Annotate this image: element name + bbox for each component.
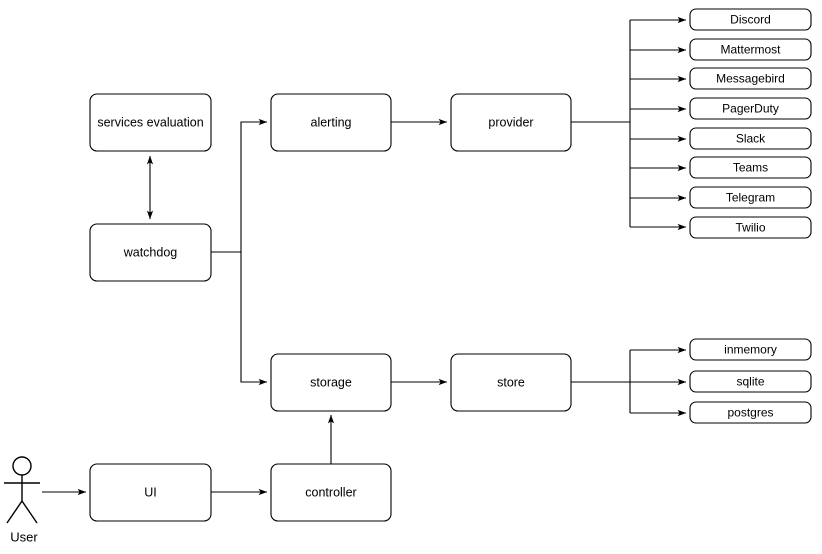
provider-option-twilio-label: Twilio	[735, 221, 765, 235]
node-provider[interactable]: provider	[450, 93, 572, 152]
node-controller[interactable]: controller	[270, 463, 392, 522]
provider-option-discord[interactable]: Discord	[689, 8, 812, 31]
provider-option-messagebird-label: Messagebird	[716, 72, 785, 86]
provider-option-slack[interactable]: Slack	[689, 127, 812, 150]
provider-option-telegram-label: Telegram	[726, 191, 775, 205]
provider-option-slack-label: Slack	[736, 132, 766, 146]
node-ui-label: UI	[144, 485, 157, 499]
node-alerting-box	[270, 93, 392, 152]
store-option-postgres-label: postgres	[727, 406, 773, 420]
stick-figure-head-icon	[12, 456, 32, 476]
node-provider-label: provider	[488, 115, 533, 129]
node-services-evaluation-label: services evaluation	[97, 115, 203, 129]
provider-option-teams[interactable]: Teams	[689, 156, 812, 179]
store-options-group: inmemory sqlite postgres	[689, 338, 812, 424]
provider-option-teams-box	[689, 156, 812, 179]
node-ui[interactable]: UI	[89, 463, 212, 522]
stick-figure-left-leg-icon	[6, 500, 23, 524]
node-alerting-label: alerting	[311, 115, 352, 129]
provider-option-messagebird-box	[689, 67, 812, 90]
node-watchdog[interactable]: watchdog	[89, 223, 212, 282]
provider-option-telegram[interactable]: Telegram	[689, 186, 812, 209]
node-services-evaluation-box	[89, 93, 212, 152]
provider-option-mattermost-label: Mattermost	[720, 43, 781, 57]
provider-option-discord-label: Discord	[730, 13, 771, 27]
node-watchdog-box	[89, 223, 212, 282]
node-alerting[interactable]: alerting	[270, 93, 392, 152]
provider-option-twilio-box	[689, 216, 812, 239]
node-storage-label: storage	[310, 375, 352, 389]
store-option-postgres[interactable]: postgres	[689, 401, 812, 424]
store-option-inmemory-box	[689, 338, 812, 361]
node-store-box	[450, 353, 572, 412]
node-watchdog-label: watchdog	[123, 245, 178, 259]
provider-option-pagerduty[interactable]: PagerDuty	[689, 97, 812, 120]
node-store-label: store	[497, 375, 525, 389]
edge-watchdog-to-storage	[211, 251, 268, 386]
provider-option-telegram-box	[689, 186, 812, 209]
store-option-inmemory[interactable]: inmemory	[689, 338, 812, 361]
provider-option-mattermost[interactable]: Mattermost	[689, 38, 812, 61]
provider-option-twilio[interactable]: Twilio	[689, 216, 812, 239]
store-option-inmemory-label: inmemory	[724, 343, 777, 357]
store-option-sqlite-label: sqlite	[736, 375, 764, 389]
node-storage-box	[270, 353, 392, 412]
provider-option-teams-label: Teams	[733, 161, 768, 175]
node-services-evaluation[interactable]: services evaluation	[89, 93, 212, 152]
provider-option-messagebird[interactable]: Messagebird	[689, 67, 812, 90]
edge-watchdog-to-alerting	[211, 118, 268, 253]
actor-label: User	[10, 529, 38, 544]
node-controller-label: controller	[305, 485, 356, 499]
provider-options-group: Discord Mattermost Messagebird PagerDuty…	[689, 8, 812, 239]
node-ui-box	[89, 463, 212, 522]
provider-option-slack-box	[689, 127, 812, 150]
provider-option-pagerduty-box	[689, 97, 812, 120]
provider-option-discord-box	[689, 8, 812, 31]
provider-option-mattermost-box	[689, 38, 812, 61]
store-option-postgres-box	[689, 401, 812, 424]
node-provider-box	[450, 93, 572, 152]
provider-option-pagerduty-label: PagerDuty	[722, 102, 779, 116]
store-option-sqlite-box	[689, 370, 812, 393]
store-option-sqlite[interactable]: sqlite	[689, 370, 812, 393]
node-storage[interactable]: storage	[270, 353, 392, 412]
node-controller-box	[270, 463, 392, 522]
node-store[interactable]: store	[450, 353, 572, 412]
stick-figure-right-leg-icon	[21, 500, 38, 524]
actor-user[interactable]: User	[4, 456, 40, 544]
